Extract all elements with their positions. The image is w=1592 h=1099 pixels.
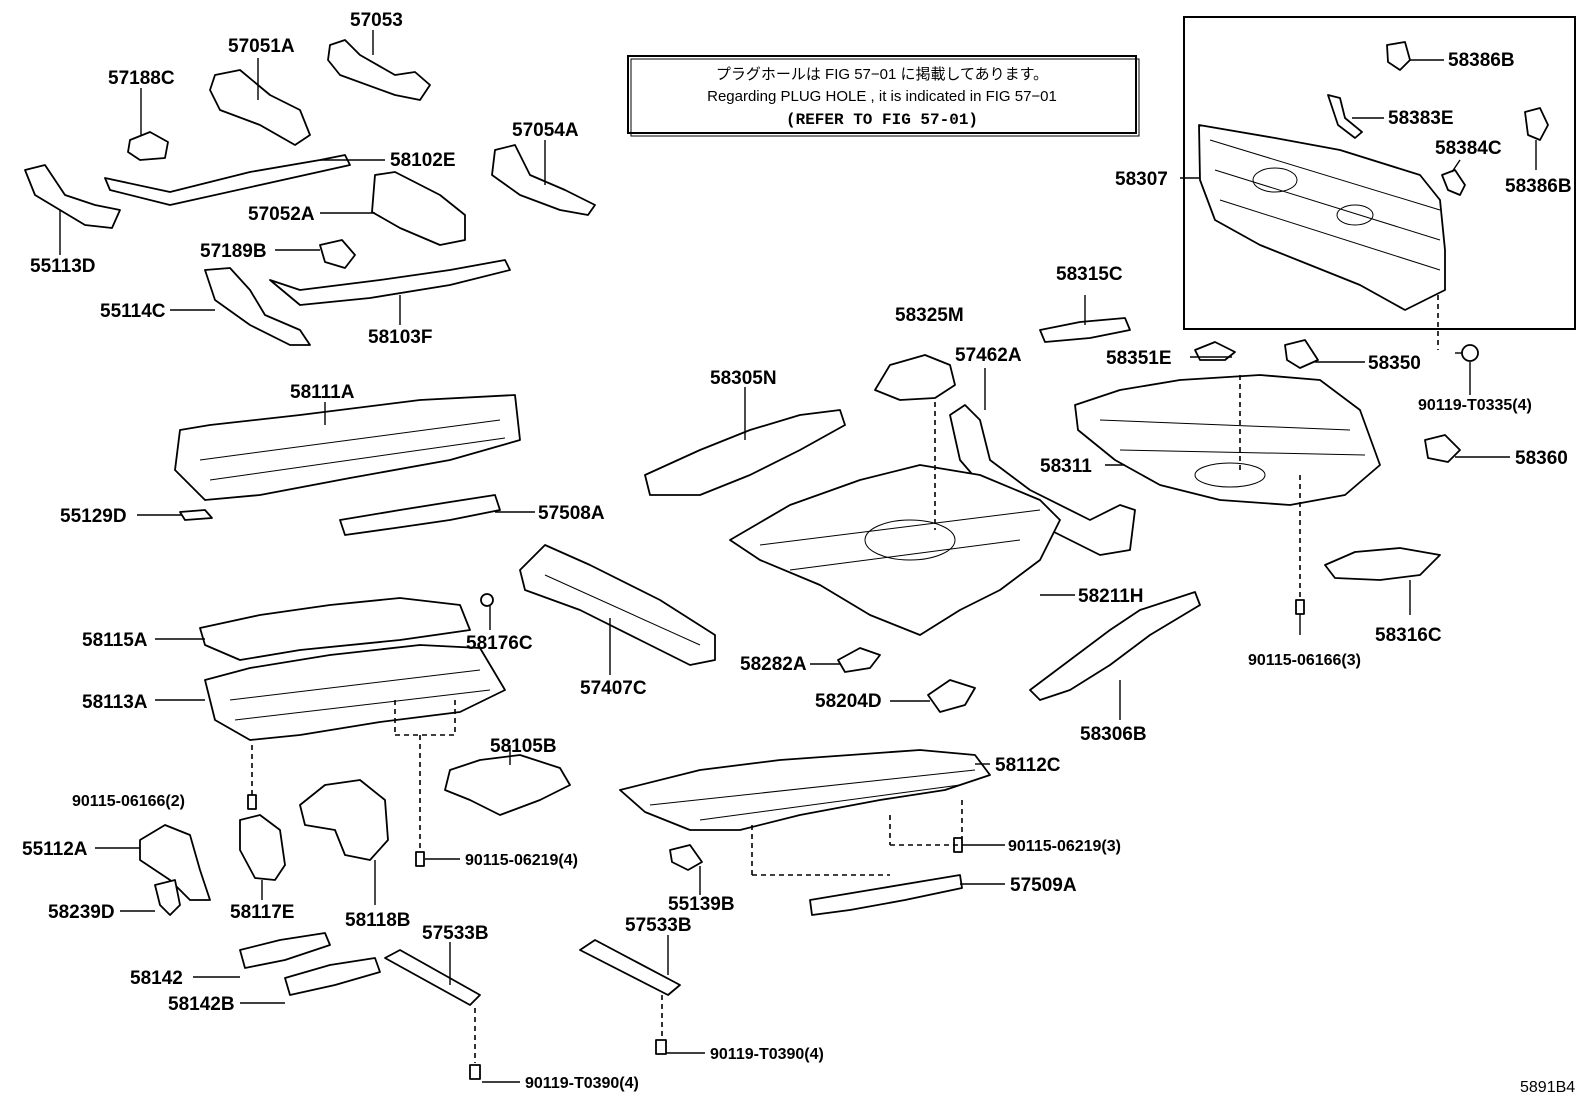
label-90119-T0390-left: 90119-T0390(4) (525, 1075, 639, 1092)
label-57533B-right: 57533B (625, 915, 692, 936)
label-58325M: 58325M (895, 305, 964, 326)
label-57508A: 57508A (538, 503, 605, 524)
label-57509A: 57509A (1010, 875, 1077, 896)
label-58386B-bottom: 58386B (1505, 176, 1572, 197)
part-shapes (24, 39, 1479, 1080)
label-57188C: 57188C (108, 68, 175, 89)
label-57407C: 57407C (580, 678, 647, 699)
label-58111A: 58111A (290, 382, 355, 403)
label-58117E: 58117E (230, 902, 294, 923)
label-58282A: 58282A (740, 654, 807, 675)
label-58350: 58350 (1368, 353, 1421, 374)
label-90115-06219-3: 90115-06219(3) (1008, 838, 1121, 855)
rear-panel-inset (1180, 16, 1576, 350)
label-58102E: 58102E (390, 150, 456, 171)
label-58105B: 58105B (490, 736, 557, 757)
label-90115-06166-3: 90115-06166(3) (1248, 652, 1361, 669)
label-90115-06166-2: 90115-06166(2) (72, 793, 185, 810)
label-58112C: 58112C (995, 755, 1061, 776)
note-line-3: (REFER TO FIG 57-01) (786, 111, 978, 129)
label-57533B-left: 57533B (422, 923, 489, 944)
label-58176C: 58176C (466, 633, 533, 654)
label-57054A: 57054A (512, 120, 579, 141)
part-58307-shape (1198, 124, 1446, 311)
label-55129D: 55129D (60, 506, 127, 527)
dashed-lines (251, 375, 1241, 1063)
label-58311: 58311 (1040, 456, 1092, 477)
figure-id: 5891B4 (1520, 1079, 1575, 1096)
label-55113D: 55113D (30, 256, 96, 277)
label-58239D: 58239D (48, 902, 115, 923)
label-58211H: 58211H (1078, 586, 1144, 607)
label-58386B-top: 58386B (1448, 50, 1515, 71)
label-58204D: 58204D (815, 691, 882, 712)
label-57462A: 57462A (955, 345, 1022, 366)
plug-hole-note: プラグホールは FIG 57−01 に掲載してあります。 Regarding P… (627, 55, 1140, 137)
label-58351E: 58351E (1106, 348, 1172, 369)
label-57053: 57053 (350, 10, 403, 31)
label-58115A: 58115A (82, 630, 148, 651)
label-58113A: 58113A (82, 692, 148, 713)
label-58103F: 58103F (368, 327, 432, 348)
note-line-1: プラグホールは FIG 57−01 に掲載してあります。 (716, 66, 1048, 83)
note-line-2: Regarding PLUG HOLE , it is indicated in… (707, 88, 1057, 105)
label-90119-T0390-right: 90119-T0390(4) (710, 1046, 824, 1063)
label-58383E: 58383E (1388, 108, 1454, 129)
label-58307: 58307 (1115, 169, 1168, 190)
part-labels: 57053 57051A 57188C 58102E 57054A 57052A… (22, 10, 1575, 1096)
label-58384C: 58384C (1435, 138, 1502, 159)
label-58305N: 58305N (710, 368, 777, 389)
label-55139B: 55139B (668, 894, 735, 915)
leader-lines (59, 30, 1510, 1083)
label-57189B: 57189B (200, 241, 267, 262)
label-57052A: 57052A (248, 204, 315, 225)
label-58316C: 58316C (1375, 625, 1442, 646)
label-90119-T0335: 90119-T0335(4) (1418, 397, 1532, 414)
label-57051A: 57051A (228, 36, 295, 57)
label-55114C: 55114C (100, 301, 166, 322)
label-58142: 58142 (130, 968, 183, 989)
label-58306B: 58306B (1080, 724, 1147, 745)
label-55112A: 55112A (22, 839, 88, 860)
label-58142B: 58142B (168, 994, 235, 1015)
label-58118B: 58118B (345, 910, 411, 931)
label-58315C: 58315C (1056, 264, 1123, 285)
label-90115-06219-4: 90115-06219(4) (465, 852, 578, 869)
label-58360: 58360 (1515, 448, 1568, 469)
